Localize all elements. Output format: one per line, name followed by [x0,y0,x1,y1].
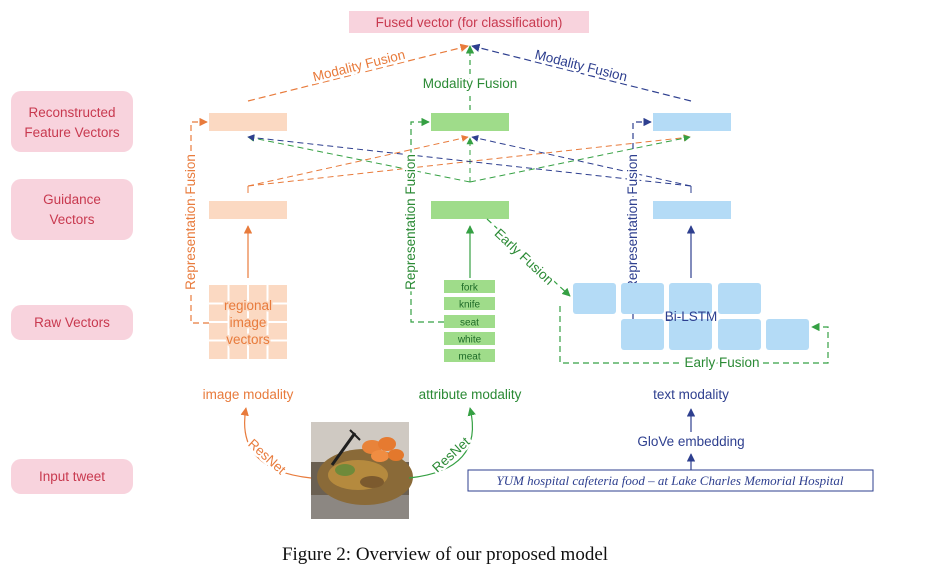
regional-image-vectors: regional image vectors [209,285,287,359]
resnet-label-right: ResNet [429,434,473,475]
attribute-modality-label: attribute modality [419,387,522,402]
glove-embedding-label: GloVe embedding [637,434,744,449]
attribute-item: knife [459,300,481,311]
attribute-item: seat [460,318,479,329]
row-label-raw: Raw Vectors [11,305,133,340]
attribute-guidance-to-text-arrow [469,134,691,183]
image-guidance-to-attribute-arrow [247,134,469,187]
regional-vectors-line1: regional [224,298,272,313]
text-guidance-to-image-arrow [247,134,692,187]
early-fusion-label-diagonal: Early Fusion [492,226,557,288]
guidance-text-vector [653,201,731,219]
rep-fusion-label-attribute: Representation Fusion [403,154,418,290]
reconstructed-attribute-vector [431,113,509,131]
attribute-guidance-to-image-arrow [247,134,471,183]
tweet-text: YUM hospital cafeteria food – at Lake Ch… [496,473,843,488]
modality-fusion-label-left: Modality Fusion [311,47,406,84]
rep-fusion-path-attribute [410,117,444,323]
tweet-text-box: YUM hospital cafeteria food – at Lake Ch… [467,469,874,492]
text-guidance-to-attribute-arrow [471,134,692,187]
rep-fusion-label-text: Representation Fusion [625,154,640,290]
attribute-item: white [457,335,482,346]
reconstructed-image-vector [209,113,287,131]
fused-vector-label: Fused vector (for classification) [376,15,563,30]
bilstm-label: Bi-LSTM [665,309,718,324]
row-label-input-text: Input tweet [39,469,105,484]
resnet-arrow-left [240,407,312,479]
bilstm-block: Bi-LSTM [573,283,809,350]
row-label-input: Input tweet [11,459,133,494]
guidance-attribute-vector [431,201,509,219]
resnet-label-left: ResNet [245,436,289,477]
row-label-reconstructed-line1: Reconstructed [28,105,115,120]
resnet-arrow-right [408,407,476,479]
row-label-reconstructed: Reconstructed Feature Vectors [11,91,133,152]
attribute-stack: fork knife seat white meat [444,280,495,363]
text-modality-label: text modality [653,387,729,402]
row-label-guidance-line2: Vectors [49,212,94,227]
early-fusion-diagonal-arrow [486,218,571,297]
row-label-guidance: Guidance Vectors [11,179,133,240]
early-fusion-label-bottom: Early Fusion [684,355,759,370]
modality-fusion-label-right: Modality Fusion [533,47,628,84]
guidance-image-vector [209,201,287,219]
food-photo [311,422,413,519]
image-modality-label: image modality [203,387,294,402]
rep-fusion-label-image: Representation Fusion [183,154,198,290]
row-label-reconstructed-line2: Feature Vectors [24,125,120,140]
early-fusion-loop-arrow [559,306,829,364]
reconstructed-text-vector [653,113,731,131]
regional-vectors-line3: vectors [226,332,270,347]
row-label-guidance-line1: Guidance [43,192,101,207]
attribute-item: fork [461,283,479,294]
modality-fusion-arrow-left [247,43,469,102]
attribute-item: meat [458,352,480,363]
figure-caption: Figure 2: Overview of our proposed model [282,544,608,565]
rep-fusion-path-text [632,117,672,321]
row-label-raw-text: Raw Vectors [34,315,110,330]
regional-vectors-line2: image [230,315,267,330]
modality-fusion-label-mid: Modality Fusion [423,76,518,91]
modality-fusion-arrow-right [471,43,692,102]
fused-vector-node: Fused vector (for classification) [349,11,589,33]
